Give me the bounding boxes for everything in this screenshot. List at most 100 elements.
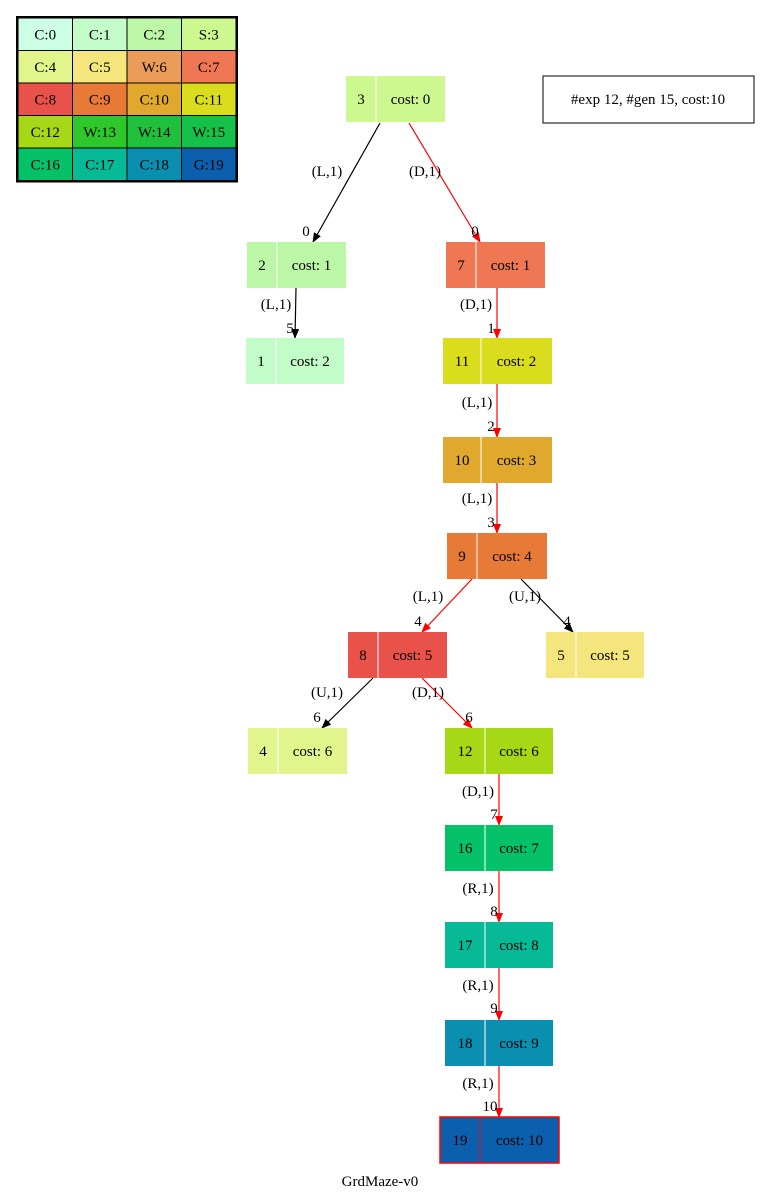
grid-cell-label: C:1 <box>89 27 111 43</box>
tree-node: 3 cost: 0 <box>346 76 445 122</box>
edge-order-label: 9 <box>490 1001 498 1017</box>
node-state-id: 10 <box>455 453 470 469</box>
edge-action-label: (D,1) <box>460 297 492 313</box>
grid-cell <box>17 115 73 149</box>
grid-cell <box>126 115 182 149</box>
node-cost: cost: 6 <box>499 744 539 760</box>
node-state-id: 7 <box>457 258 465 274</box>
node-state-id: 18 <box>458 1036 473 1052</box>
node-box <box>445 922 553 968</box>
node-box <box>348 632 447 678</box>
node-cost: cost: 0 <box>391 92 431 108</box>
tree-edge <box>520 578 574 633</box>
edge-action-label: (L,1) <box>462 491 492 507</box>
edge-order-label: 1 <box>487 321 495 337</box>
grid-cell-label: W:14 <box>138 125 171 141</box>
node-box <box>248 728 347 774</box>
node-state-id: 16 <box>458 841 474 857</box>
grid-cell-label: C:11 <box>194 92 223 108</box>
node-box <box>246 338 344 384</box>
node-state-id: 1 <box>257 354 265 370</box>
node-cost: cost: 2 <box>290 354 330 370</box>
tree-node: 18 cost: 9 <box>445 1020 553 1066</box>
tree-edge <box>312 122 381 243</box>
node-state-id: 5 <box>557 648 565 664</box>
node-state-id: 12 <box>458 744 473 760</box>
node-state-id: 4 <box>259 744 267 760</box>
tree-edge <box>421 578 473 633</box>
grid-cell <box>72 17 128 51</box>
grid-cell-label: W:13 <box>83 125 116 141</box>
grid-cell <box>181 82 237 116</box>
edge-action-label: (D,1) <box>412 685 444 701</box>
node-cost: cost: 9 <box>499 1036 539 1052</box>
grid-cell-label: C:17 <box>85 157 115 173</box>
grid-cell <box>72 82 128 116</box>
grid-cell-label: G:19 <box>194 157 224 173</box>
node-state-id: 3 <box>357 92 365 108</box>
tree-edge <box>408 122 481 243</box>
grid-cell <box>17 82 73 116</box>
diagram-title: GrdMaze-v0 <box>342 1174 419 1190</box>
grid-cell-label: C:10 <box>140 92 169 108</box>
edge-action-label: (R,1) <box>462 978 493 994</box>
stats-text: #exp 12, #gen 15, cost:10 <box>571 92 725 108</box>
node-box <box>443 437 552 483</box>
grid-cell <box>72 115 128 149</box>
tree-edge <box>291 287 300 339</box>
tree-node: 10 cost: 3 <box>443 437 552 483</box>
edge-action-label: (R,1) <box>462 881 493 897</box>
node-cost: cost: 5 <box>393 648 433 664</box>
grid-cell-label: C:8 <box>34 92 56 108</box>
grid-cell-label: C:0 <box>34 27 56 43</box>
grid-cell <box>72 147 128 181</box>
edges-layer: (L,1)0(D,1)0(L,1)5(D,1)1(L,1)2(L,1)3(L,1… <box>261 122 574 1118</box>
node-state-id: 8 <box>359 648 367 664</box>
grid-cell <box>181 50 237 84</box>
edge-order-label: 8 <box>490 904 498 920</box>
node-box <box>447 533 547 579</box>
grid-cell <box>126 147 182 181</box>
edge-order-label: 3 <box>487 515 495 531</box>
node-state-id: 9 <box>458 549 466 565</box>
node-cost: cost: 6 <box>293 744 333 760</box>
grid-cell <box>181 115 237 149</box>
node-cost: cost: 7 <box>499 841 539 857</box>
node-cost: cost: 8 <box>499 938 539 954</box>
edge-order-label: 5 <box>286 321 294 337</box>
grid-cell <box>126 17 182 51</box>
tree-node: 8 cost: 5 <box>348 632 447 678</box>
grid-cell-label: C:18 <box>140 157 169 173</box>
node-box <box>247 242 346 288</box>
grid-cell <box>17 147 73 181</box>
grid-cell-label: S:3 <box>199 27 219 43</box>
node-box <box>445 825 553 871</box>
edge-action-label: (D,1) <box>462 784 494 800</box>
node-cost: cost: 3 <box>497 453 537 469</box>
edge-order-label: 2 <box>487 419 495 435</box>
edge-order-label: 4 <box>563 614 571 630</box>
node-cost: cost: 1 <box>292 258 332 274</box>
grid-cell-label: C:9 <box>89 92 111 108</box>
grid-cell-label: C:2 <box>143 27 165 43</box>
grid-cell-label: C:4 <box>34 60 56 76</box>
node-cost: cost: 1 <box>491 258 531 274</box>
node-box <box>346 76 445 122</box>
edge-order-label: 10 <box>483 1099 498 1115</box>
node-box <box>439 1116 560 1164</box>
edge-action-label: (L,1) <box>413 589 443 605</box>
node-state-id: 2 <box>258 258 266 274</box>
tree-node: 2 cost: 1 <box>247 242 346 288</box>
node-cost: cost: 4 <box>492 549 532 565</box>
grid-cell-label: C:7 <box>198 60 220 76</box>
node-box <box>546 632 644 678</box>
edge-order-label: 6 <box>465 710 473 726</box>
tree-node: 16 cost: 7 <box>445 825 553 871</box>
edge-order-label: 0 <box>471 224 479 240</box>
grid-cell-label: W:15 <box>192 125 225 141</box>
edge-order-label: 0 <box>302 224 310 240</box>
grid-cell-label: C:16 <box>31 157 61 173</box>
